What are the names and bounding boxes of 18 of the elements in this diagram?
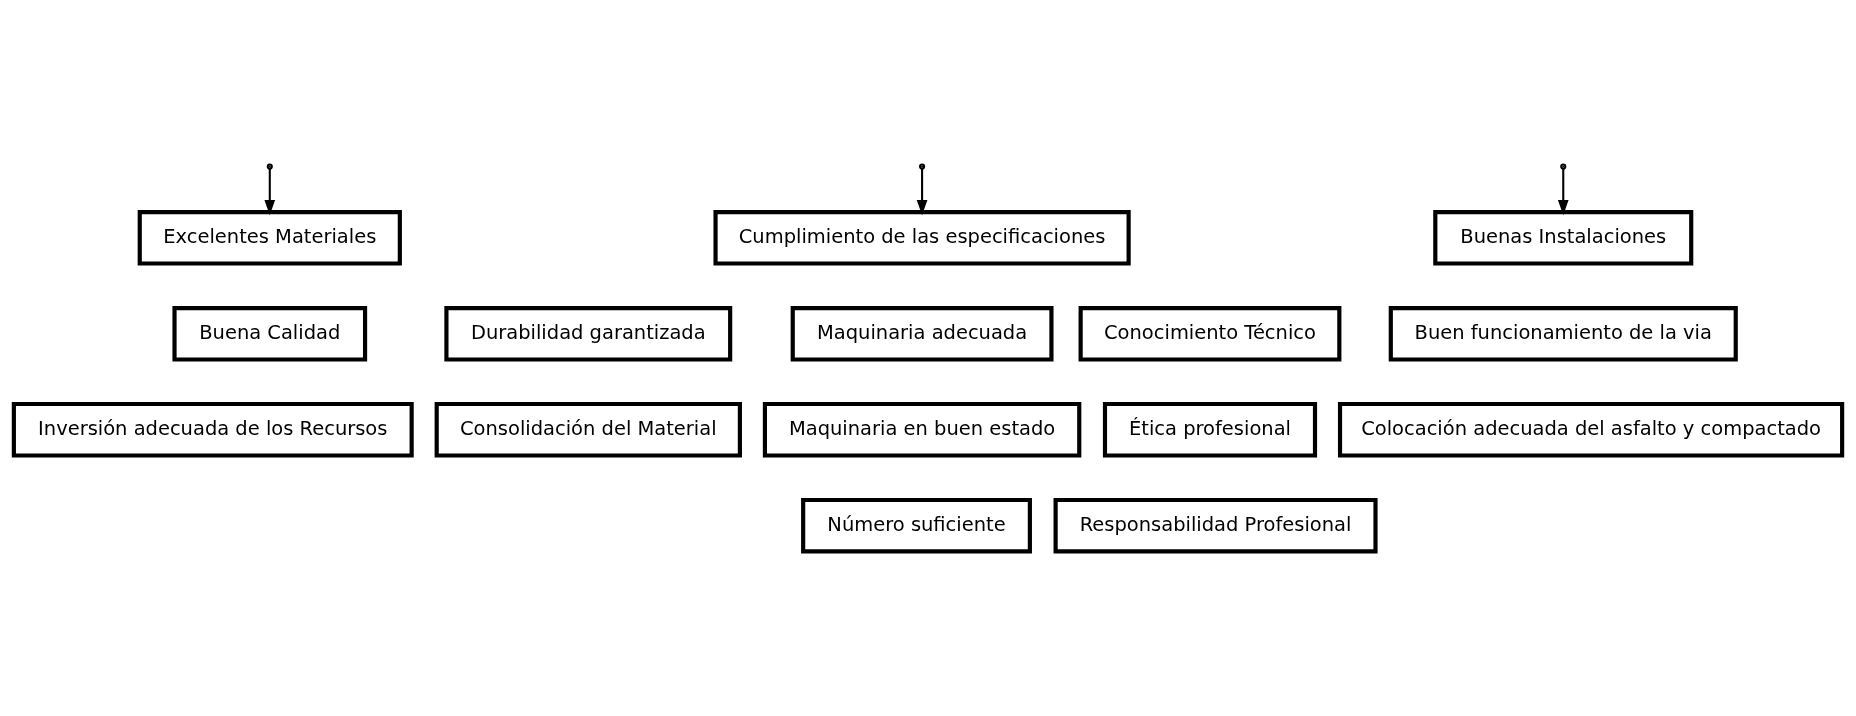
node-box: Inversión adecuada de los Recursos <box>11 401 414 458</box>
node-box: Buenas Instalaciones <box>1433 209 1694 266</box>
node-box: Maquinaria en buen estado <box>762 401 1082 458</box>
node-box: Buen funcionamiento de la via <box>1388 305 1738 362</box>
node-box: Conocimiento Técnico <box>1078 305 1342 362</box>
node-box: Consolidación del Material <box>434 401 742 458</box>
arrow <box>916 167 928 215</box>
node-box: Responsabilidad Profesional <box>1053 497 1378 554</box>
node-box: Buena Calidad <box>172 305 368 362</box>
arrow <box>1557 167 1569 215</box>
node-box: Colocación adecuada del asfalto y compactado <box>1337 401 1845 458</box>
node-box: Ética profesional <box>1102 401 1318 458</box>
node-box: Excelentes Materiales <box>137 209 402 266</box>
node-box: Número suficiente <box>801 497 1032 554</box>
node-box: Durabilidad garantizada <box>444 305 733 362</box>
arrow <box>264 167 276 215</box>
node-box: Maquinaria adecuada <box>790 305 1054 362</box>
node-box: Cumplimiento de las especificaciones <box>713 209 1131 266</box>
